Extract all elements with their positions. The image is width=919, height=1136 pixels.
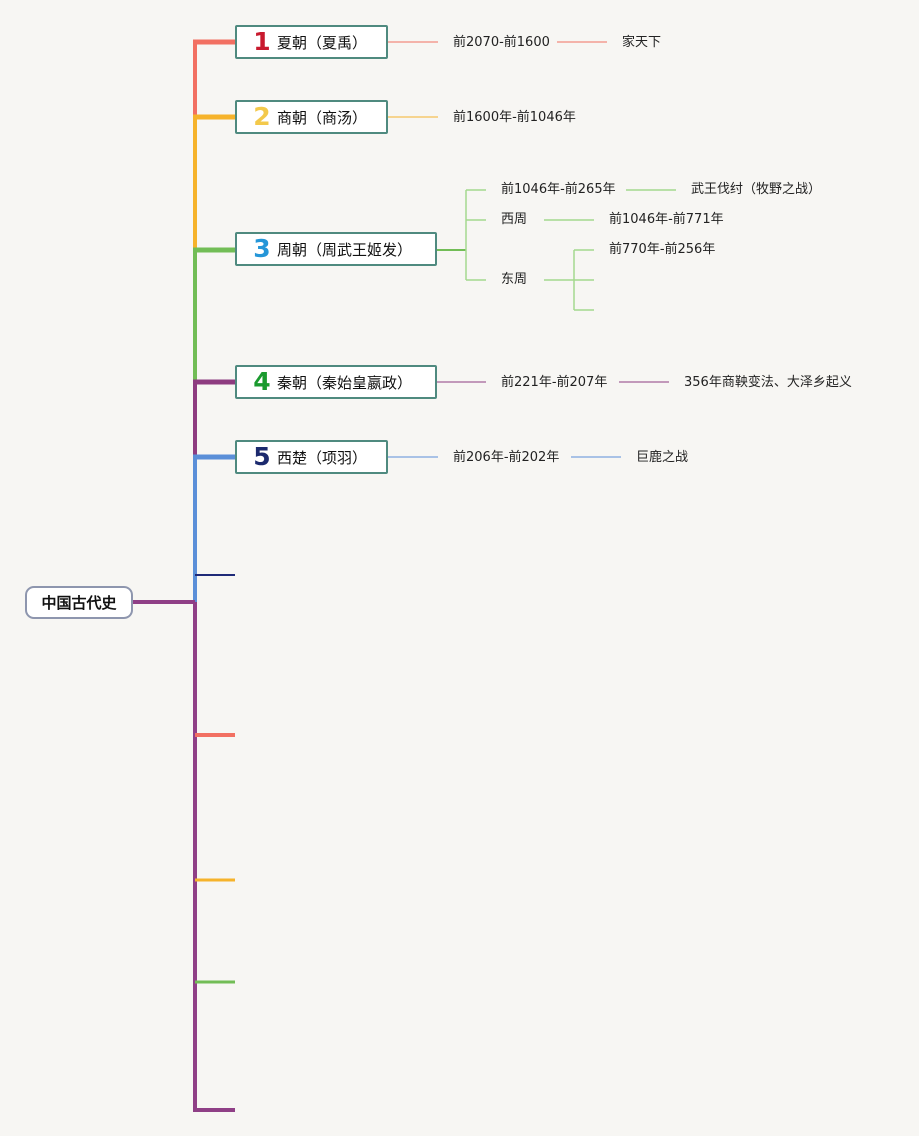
dynasty-label-zhou: 周朝（周武王姬发） [277,240,413,259]
zhou-child-2-detail[interactable]: 前1046年-前771年 [609,212,724,227]
number-2-icon: 2 [253,102,271,131]
root-label: 中国古代史 [41,594,117,612]
number-3-icon: 3 [253,234,271,263]
zhou-child-1-detail[interactable]: 武王伐纣（牧野之战） [691,182,822,197]
xia-detail[interactable]: 家天下 [622,35,662,50]
shang-period[interactable]: 前1600年-前1046年 [453,110,576,125]
dynasty-node-zhou[interactable]: 3 周朝（周武王姬发） [235,232,437,266]
dynasty-node-xichu[interactable]: 5 西楚（项羽） [235,440,388,474]
number-5-icon: 5 [253,442,271,471]
dynasty-label-shang: 商朝（商汤） [277,108,368,127]
zhou-child-3[interactable]: 东周 [501,272,528,287]
dynasty-node-xia[interactable]: 1 夏朝（夏禹） [235,25,388,59]
dynasty-label-xichu: 西楚（项羽） [277,448,368,467]
xia-period[interactable]: 前2070-前1600 [453,35,550,50]
zhou-child-3-detail[interactable]: 前770年-前256年 [609,242,716,257]
dynasty-label-qin: 秦朝（秦始皇嬴政） [277,373,413,392]
qin-period[interactable]: 前221年-前207年 [501,375,608,390]
zhou-child-2[interactable]: 西周 [501,212,528,227]
root-node[interactable]: 中国古代史 [25,586,133,619]
xichu-detail[interactable]: 巨鹿之战 [636,450,689,465]
dynasty-node-shang[interactable]: 2 商朝（商汤） [235,100,388,134]
xichu-period[interactable]: 前206年-前202年 [453,450,560,465]
zhou-child-1[interactable]: 前1046年-前265年 [501,182,616,197]
qin-detail[interactable]: 356年商鞅变法、大泽乡起义 [684,375,852,390]
number-4-icon: 4 [253,367,271,396]
number-1-icon: 1 [253,27,271,56]
dynasty-node-qin[interactable]: 4 秦朝（秦始皇嬴政） [235,365,437,399]
dynasty-label-xia: 夏朝（夏禹） [277,33,368,52]
